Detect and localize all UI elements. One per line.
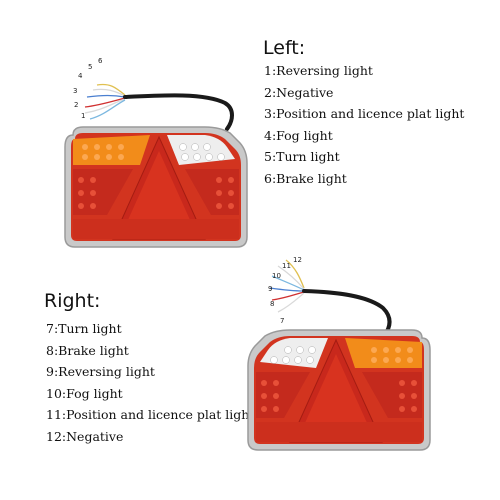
right-wire-number: 8 [270,300,275,308]
legend-item: 10:Fog light [46,385,123,401]
legend-item: 9:Reversing light [46,364,155,380]
right-wire-number: 9 [268,285,273,293]
right-wire-number: 7 [280,317,285,325]
left-wire-number: 5 [88,63,93,71]
legend-item: 5:Turn light [264,149,340,165]
legend-item: 12:Negative [46,428,124,444]
legend-item: 8:Brake light [46,342,129,358]
legend-item: 7:Turn light [46,321,122,336]
legend-item: 3:Position and licence plat light [264,106,465,122]
left-wire-legend: 1:Reversing light 2:Negative 3:Position … [264,60,464,190]
right-heading: Right: [44,290,101,312]
left-wire-number: 4 [78,72,83,80]
right-wire-number: 10 [272,272,281,280]
right-wire-legend: 7:Turn light 8:Brake light 9:Reversing l… [46,318,254,448]
left-wire-number: 3 [73,87,78,95]
right-tail-lamp-image [247,259,431,451]
right-wire-number: 11 [282,262,291,270]
right-wire-number: 12 [293,256,302,264]
legend-item: 1:Reversing light [264,63,373,78]
legend-item: 6:Brake light [264,170,347,186]
left-wire-number: 6 [98,57,103,65]
left-wire-bundle [84,83,234,131]
right-wire-bundle [269,259,392,338]
left-wire-number: 1 [81,112,86,120]
left-wire-number: 2 [74,101,79,109]
legend-item: 4:Fog light [264,127,333,143]
legend-item: 11:Position and licence plat light [46,407,255,423]
legend-item: 2:Negative [264,84,334,100]
left-heading: Left: [263,37,306,59]
left-tail-lamp-image [64,83,248,248]
